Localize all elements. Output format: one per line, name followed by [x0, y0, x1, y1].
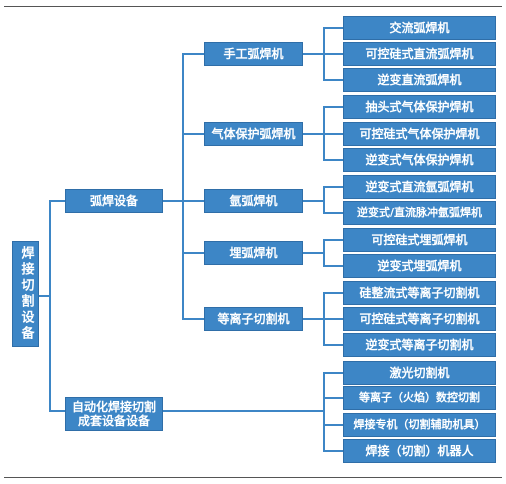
leaf-node: 焊接专机（切割辅助机具）: [343, 413, 496, 437]
leaf-node: 可控硅式气体保护焊机: [343, 122, 496, 146]
category-node-arc-welding: 弧焊设备: [65, 189, 163, 213]
leaf-node: 焊接（切割）机器人: [343, 439, 496, 463]
root-node: 焊接切割设备: [12, 241, 39, 347]
leaf-node: 抽头式气体保护焊机: [343, 95, 496, 119]
top-rule: [4, 6, 502, 7]
leaf-node: 逆变式气体保护焊机: [343, 148, 496, 172]
leaf-node: 可控硅式等离子切割机: [343, 307, 496, 331]
type-node-gas-shielded: 气体保护弧焊机: [204, 122, 303, 146]
leaf-node: 硅整流式等离子切割机: [343, 281, 496, 305]
leaf-node: 可控硅式直流弧焊机: [343, 42, 496, 66]
type-node-manual-arc: 手工弧焊机: [204, 42, 303, 66]
leaf-node: 等离子（火焰）数控切割: [343, 386, 496, 410]
leaf-node: 逆变式埋弧焊机: [343, 254, 496, 278]
type-node-submerged-arc: 埋弧焊机: [204, 241, 303, 265]
bottom-rule: [4, 477, 502, 478]
leaf-node: 交流弧焊机: [343, 16, 496, 40]
leaf-node: 逆变直流弧焊机: [343, 68, 496, 92]
leaf-node: 逆变式直流氩弧焊机: [343, 175, 496, 199]
leaf-node: 可控硅式埋弧焊机: [343, 228, 496, 252]
type-node-plasma-cutter: 等离子切割机: [204, 307, 303, 331]
type-node-argon-arc: 氩弧焊机: [204, 189, 303, 213]
leaf-node: 逆变式等离子切割机: [343, 333, 496, 357]
leaf-node: 激光切割机: [343, 361, 496, 385]
leaf-node: 逆变式/直流脉冲氩弧焊机: [343, 201, 496, 225]
category-node-automation: 自动化焊接切割成套设备设备: [65, 397, 163, 431]
